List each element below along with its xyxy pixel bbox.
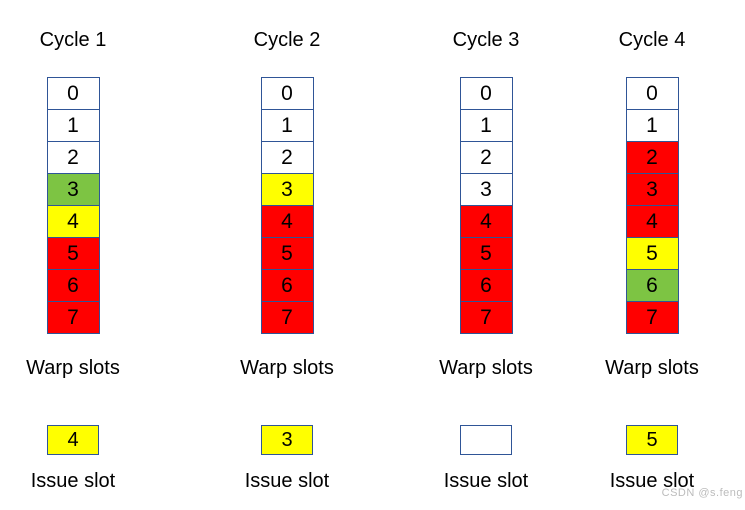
- watermark: CSDN @s.feng: [661, 487, 743, 499]
- warp-slot-cell: 0: [459, 77, 513, 110]
- warp-slot-cell: 0: [260, 77, 314, 110]
- cycle-title: Cycle 3: [452, 29, 520, 51]
- warp-slots-label: Warp slots: [240, 357, 334, 379]
- warp-slot-cell: 1: [625, 109, 679, 142]
- issue-slot-label: Issue slot: [244, 470, 330, 492]
- warp-slot-cell: 2: [459, 141, 513, 174]
- warp-slot-cell: 4: [459, 205, 513, 238]
- warp-slot-cell: 2: [625, 141, 679, 174]
- issue-slot-box: 5: [626, 425, 678, 455]
- warp-slot-cell: 1: [459, 109, 513, 142]
- warp-slot-cell: 4: [260, 205, 314, 238]
- warp-slot-cell: 5: [459, 237, 513, 270]
- warp-slot-cell: 3: [625, 173, 679, 206]
- warp-slot-cell: 0: [625, 77, 679, 110]
- cycle-title: Cycle 2: [253, 29, 321, 51]
- warp-slot-cell: 4: [46, 205, 100, 238]
- cycle-title: Cycle 1: [39, 29, 107, 51]
- warp-slot-cell: 0: [46, 77, 100, 110]
- issue-slot-label: Issue slot: [609, 470, 695, 492]
- cycle-title: Cycle 4: [618, 29, 686, 51]
- warp-slot-cell: 7: [459, 301, 513, 334]
- warp-slots-label: Warp slots: [26, 357, 120, 379]
- issue-slot-box: 3: [261, 425, 313, 455]
- warp-slot-cell: 5: [260, 237, 314, 270]
- warp-slot-cell: 5: [625, 237, 679, 270]
- issue-slot-label: Issue slot: [30, 470, 116, 492]
- issue-slot-box: [460, 425, 512, 455]
- warp-slot-cell: 2: [260, 141, 314, 174]
- warp-slot-cell: 3: [260, 173, 314, 206]
- warp-slot-cell: 6: [260, 269, 314, 302]
- warp-slot-cell: 1: [46, 109, 100, 142]
- warp-slot-cell: 5: [46, 237, 100, 270]
- warp-slot-cell: 6: [46, 269, 100, 302]
- warp-slot-cell: 1: [260, 109, 314, 142]
- warp-slot-cell: 7: [625, 301, 679, 334]
- warp-slot-cell: 3: [459, 173, 513, 206]
- warp-slots-label: Warp slots: [439, 357, 533, 379]
- warp-slot-cell: 3: [46, 173, 100, 206]
- warp-slot-cell: 7: [46, 301, 100, 334]
- warp-slot-cell: 4: [625, 205, 679, 238]
- issue-slot-box: 4: [47, 425, 99, 455]
- warp-slot-cell: 6: [625, 269, 679, 302]
- warp-slot-cell: 6: [459, 269, 513, 302]
- issue-slot-label: Issue slot: [443, 470, 529, 492]
- warp-slots-label: Warp slots: [605, 357, 699, 379]
- warp-slot-cell: 2: [46, 141, 100, 174]
- warp-slot-cell: 7: [260, 301, 314, 334]
